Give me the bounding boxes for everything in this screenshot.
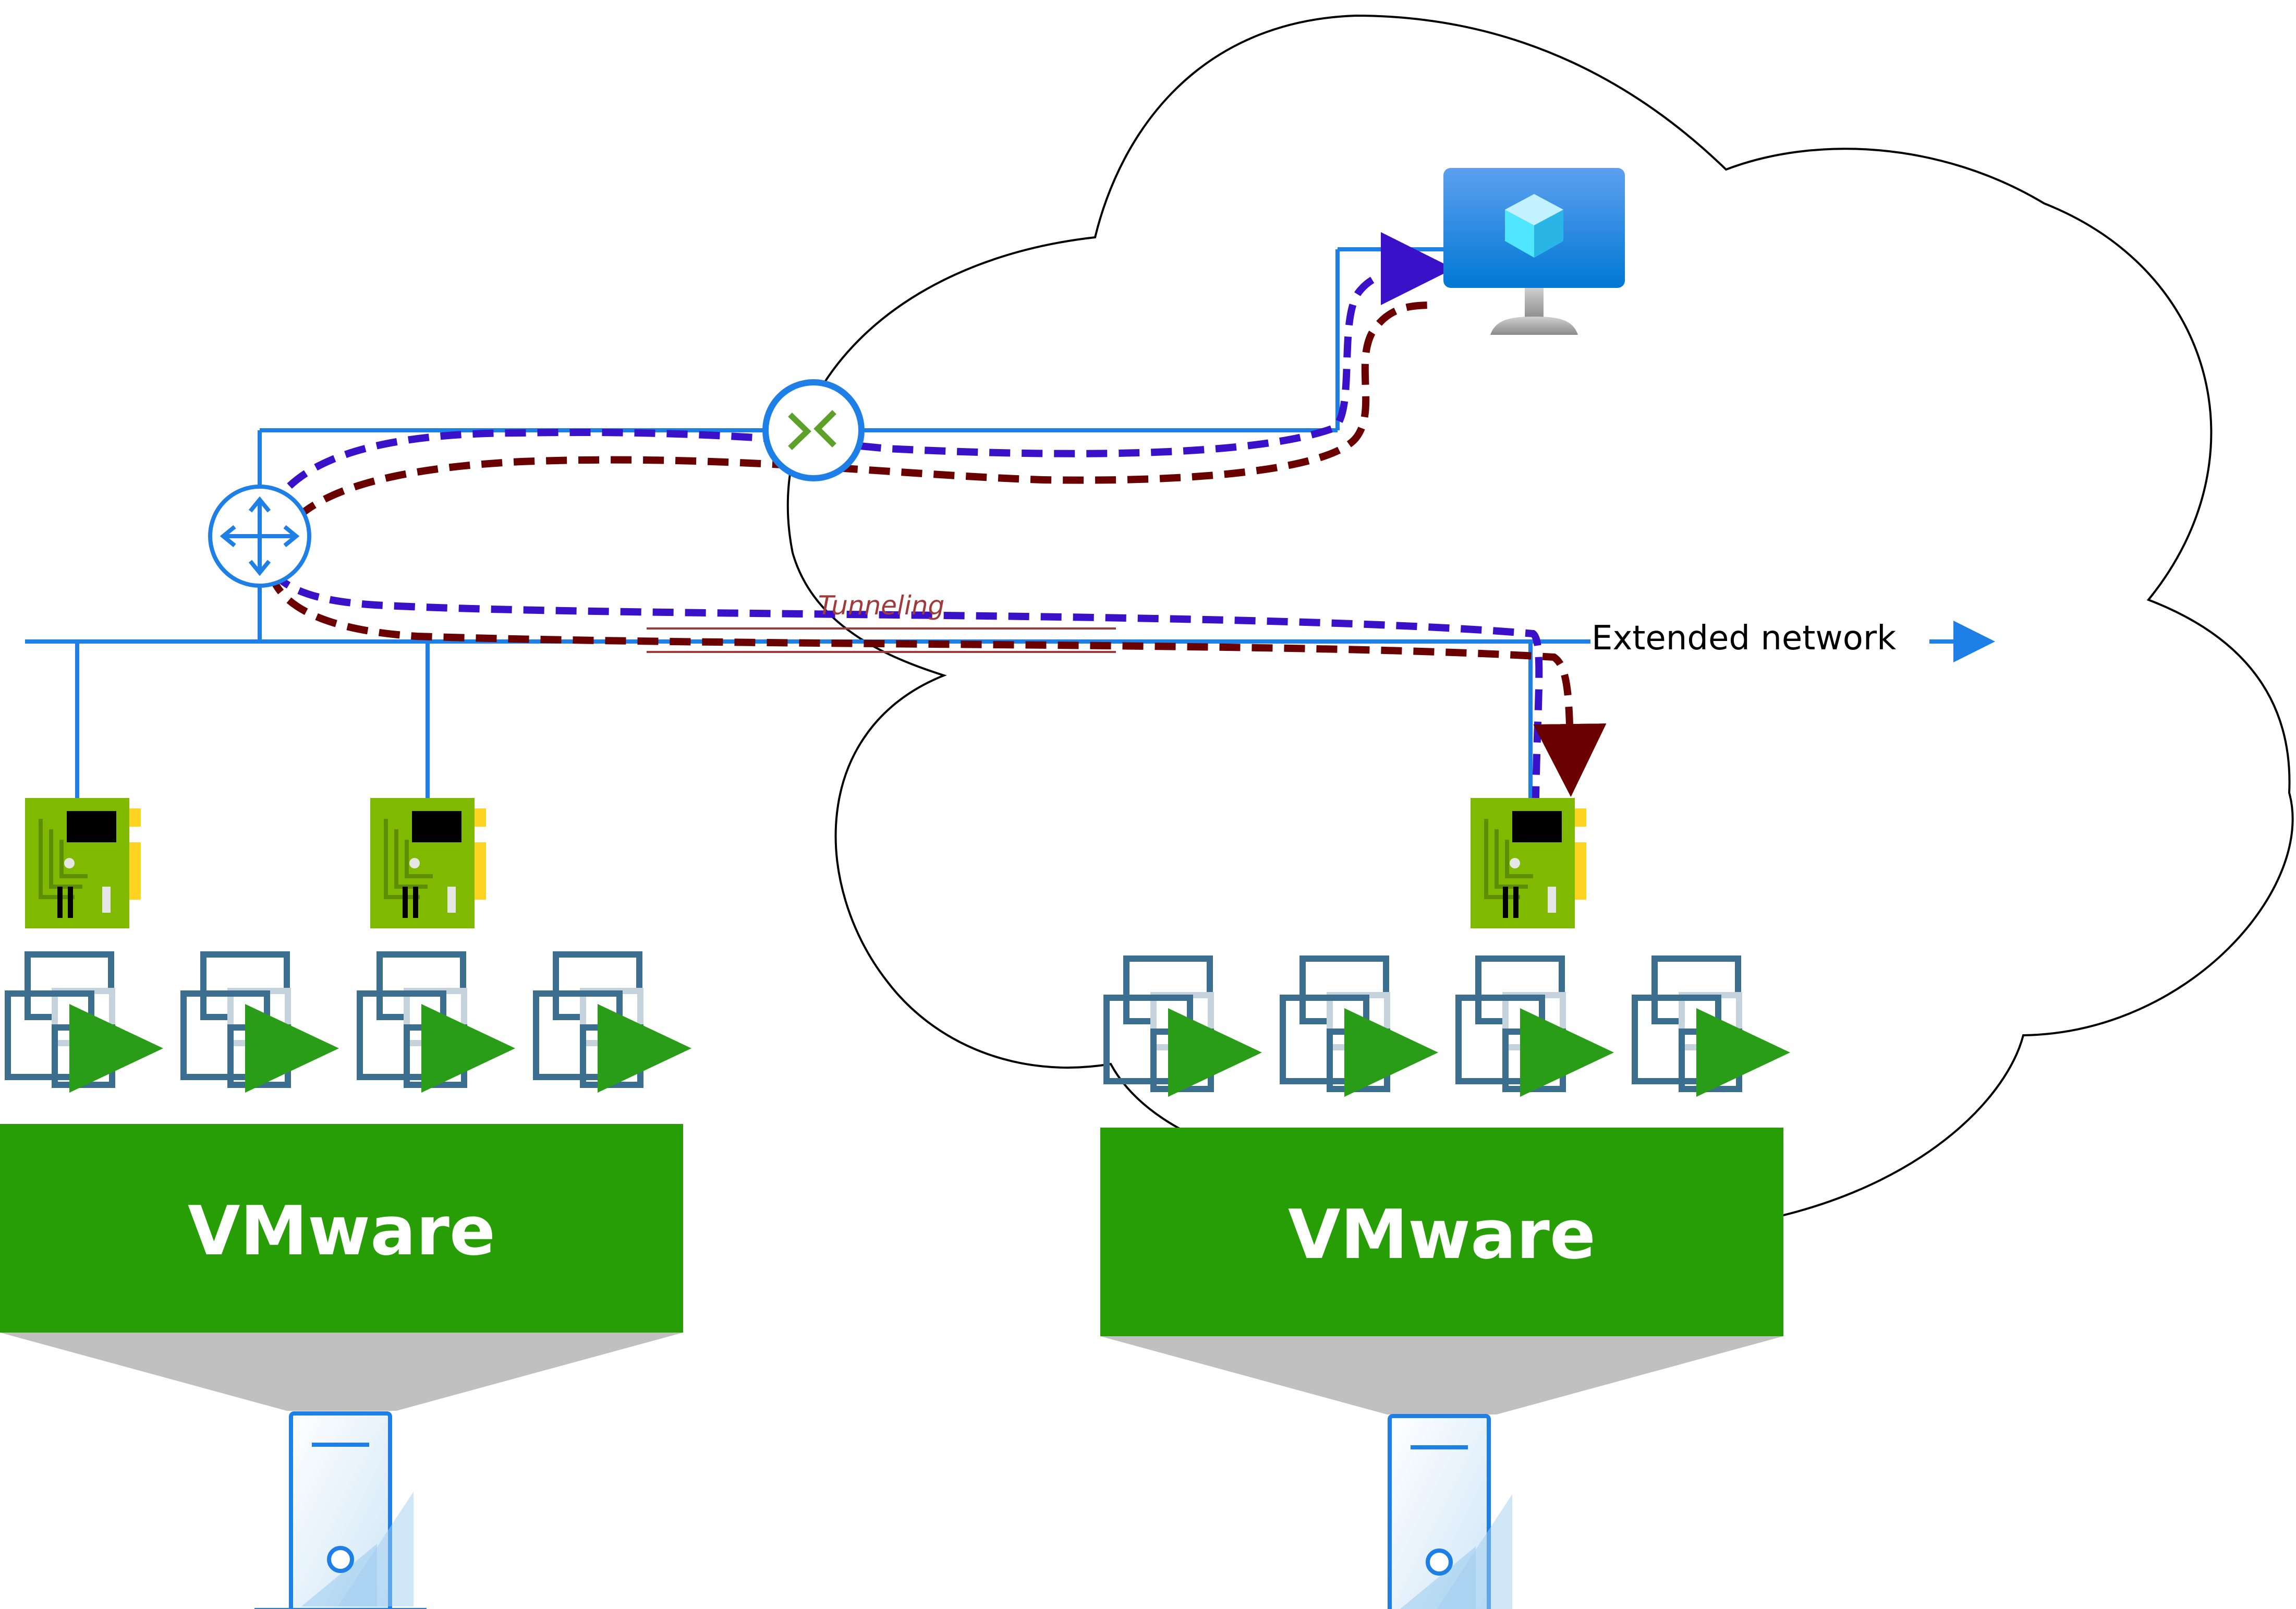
vmware-host-onprem: VMware (0, 1124, 683, 1411)
vmware-label: VMware (1288, 1195, 1596, 1274)
vmware-label: VMware (188, 1191, 495, 1271)
router-icon (208, 485, 311, 588)
network-interface-card-icon (370, 798, 486, 928)
vm-instance-icon (536, 954, 691, 1093)
traffic-path-red (268, 301, 1435, 574)
network-interface-card-icon (25, 798, 141, 928)
cloud-outline (786, 14, 2294, 1217)
traffic-path-red-lower (268, 572, 1607, 797)
physical-server-icon (254, 1413, 427, 1609)
physical-server-icon (1353, 1416, 1525, 1609)
tunneling-label: Tunneling (818, 590, 945, 621)
vm-instance-icon (184, 954, 339, 1093)
network-interface-card-icon (1471, 798, 1586, 928)
traffic-path-blue (257, 232, 1454, 543)
traffic-path-blue-lower (257, 541, 1543, 799)
virtual-machine-icon (1443, 168, 1625, 335)
tunnel-lines (647, 627, 1116, 653)
vmware-host-cloud: VMware (1100, 1128, 1783, 1414)
vm-instance-icon (360, 954, 515, 1093)
vm-instance-icon (8, 954, 163, 1093)
vpn-gateway-icon (762, 379, 865, 481)
extended-network-label: Extended network (1592, 619, 1896, 658)
